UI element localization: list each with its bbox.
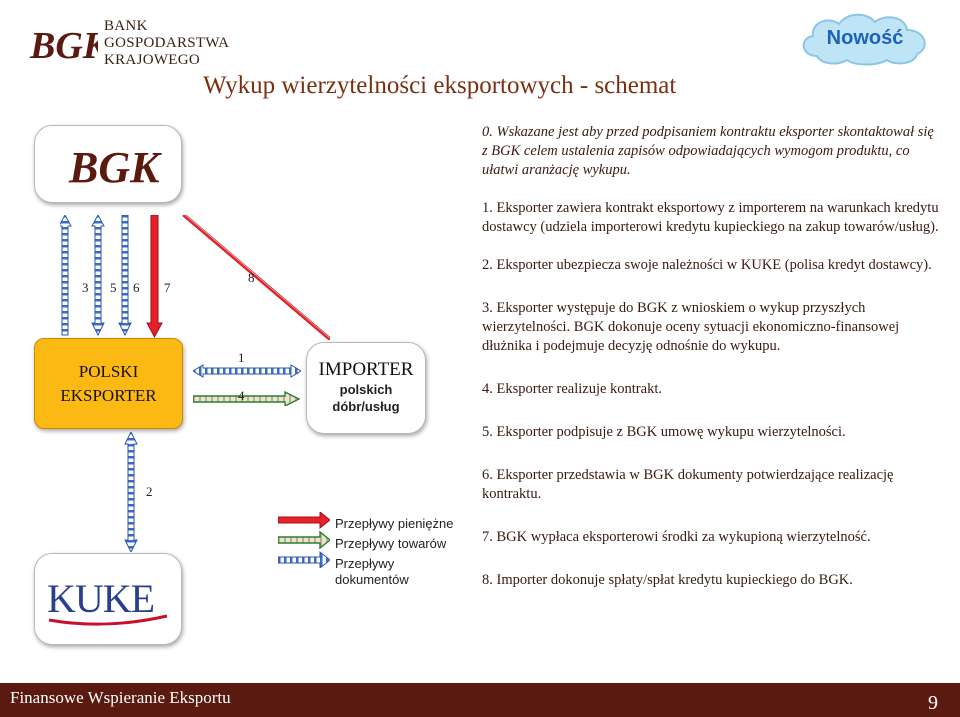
bgk-node: BGK xyxy=(34,125,182,203)
legend-goods: Przepływy towarów xyxy=(335,536,447,551)
page-number: 9 xyxy=(928,692,938,714)
arrow-3-documents xyxy=(60,215,72,336)
step-8: 8. Importer dokonuje spłaty/spłat kredyt… xyxy=(482,572,853,588)
arrow-7-money xyxy=(146,215,163,339)
exporter-line1: POLSKI xyxy=(78,361,139,381)
step-7: 7. BGK wypłaca eksporterowi środki za wy… xyxy=(482,529,871,545)
arrow-5-documents xyxy=(91,215,105,337)
kuke-logo-swoosh xyxy=(48,614,168,626)
kuke-node: KUKE xyxy=(34,553,182,645)
bgk-logo: BGK xyxy=(28,22,111,67)
arrow-1-documents xyxy=(193,364,301,378)
importer-sub1: polskich xyxy=(339,382,393,397)
footer-text: Finansowe Wspieranie Eksportu xyxy=(10,688,231,707)
importer-title: IMPORTER xyxy=(318,359,414,380)
legend-documents-line2: dokumentów xyxy=(335,572,409,587)
legend-documents-swatch xyxy=(278,550,330,568)
importer-node: IMPORTER polskich dóbr/usług xyxy=(306,342,426,434)
arrow-label-4: 4 xyxy=(238,388,245,403)
step-1: 1. Eksporter zawiera kontrakt eksportowy… xyxy=(482,200,939,235)
step-6: 6. Eksporter przedstawia w BGK dokumenty… xyxy=(482,467,894,502)
legend-swatches xyxy=(278,512,330,568)
kuke-logo: KUKE xyxy=(47,576,154,621)
bank-name: BANK GOSPODARSTWA KRAJOWEGO xyxy=(104,18,229,69)
bgk-node-logo: BGK xyxy=(68,143,162,192)
step-0: 0. Wskazane jest aby przed podpisaniem k… xyxy=(482,124,934,178)
arrow-label-3: 3 xyxy=(82,280,89,295)
legend-money: Przepływy pieniężne xyxy=(335,516,454,531)
footer-bar xyxy=(0,683,960,717)
bgk-exporter-arrows xyxy=(60,215,330,340)
arrow-6-documents xyxy=(118,215,132,337)
legend-documents-line1: Przepływy xyxy=(335,556,395,571)
exporter-importer-arrows xyxy=(193,364,301,406)
bgk-logo-mark: BGK xyxy=(29,25,98,66)
legend-goods-swatch xyxy=(278,530,330,550)
step-5: 5. Eksporter podpisuje z BGK umowę wykup… xyxy=(482,424,846,440)
arrow-label-1: 1 xyxy=(238,350,245,365)
arrow-label-7: 7 xyxy=(164,280,171,295)
badge-new: Nowość xyxy=(826,26,904,49)
step-2: 2. Eksporter ubezpiecza swoje należności… xyxy=(482,257,932,273)
arrow-4-goods xyxy=(193,390,301,406)
bank-name-line1: BANK xyxy=(104,18,148,34)
step-4: 4. Eksporter realizuje kontrakt. xyxy=(482,381,662,397)
arrow-label-2: 2 xyxy=(146,484,153,499)
arrow-label-6: 6 xyxy=(133,280,140,295)
badge-cloud-shape xyxy=(802,13,926,66)
arrow-8-money-line xyxy=(182,215,330,340)
step-3: 3. Eksporter występuje do BGK z wnioskie… xyxy=(482,300,900,354)
bank-name-line2: GOSPODARSTWA xyxy=(104,35,230,51)
page-title: Wykup wierzytelności eksportowych - sche… xyxy=(203,72,677,99)
arrow-label-8: 8 xyxy=(248,270,255,285)
bank-name-line3: KRAJOWEGO xyxy=(104,52,201,68)
importer-sub2: dóbr/usług xyxy=(332,399,400,414)
steps-list: 0. Wskazane jest aby przed podpisaniem k… xyxy=(482,123,942,590)
exporter-node: POLSKI EKSPORTER xyxy=(34,338,183,429)
arrow-2-documents xyxy=(124,432,138,552)
legend-money-swatch xyxy=(278,512,330,530)
arrow-label-5: 5 xyxy=(110,280,117,295)
exporter-line2: EKSPORTER xyxy=(60,385,157,405)
